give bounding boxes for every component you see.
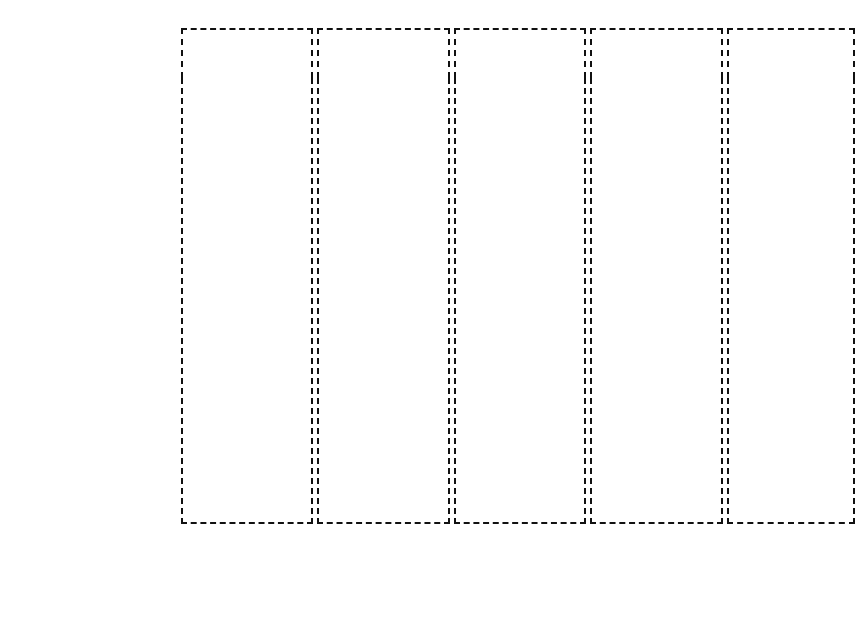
column-header-analog-front-end [590,28,723,78]
column-header-transceivers-and-sensors [453,28,587,78]
asil-legend-level-a [813,3,834,23]
column-header-ivn [726,28,855,78]
column-header-mcus-and-mpus [181,28,314,78]
column-outline-ivn [726,78,855,524]
column-outline-pmics [317,78,450,524]
asil-legend-level-d [735,3,756,23]
column-outlines [181,78,859,524]
column-outline-transceivers-and-sensors [453,78,587,524]
column-outline-mcus-and-mpus [181,78,314,524]
asil-legend [727,3,842,23]
column-headers [181,28,859,78]
product-matrix [0,28,868,528]
asil-legend-level-b [787,3,808,23]
footer [0,532,868,623]
column-outline-analog-front-end [590,78,723,524]
column-header-pmics [317,28,450,78]
asil-legend-level-c [761,3,782,23]
